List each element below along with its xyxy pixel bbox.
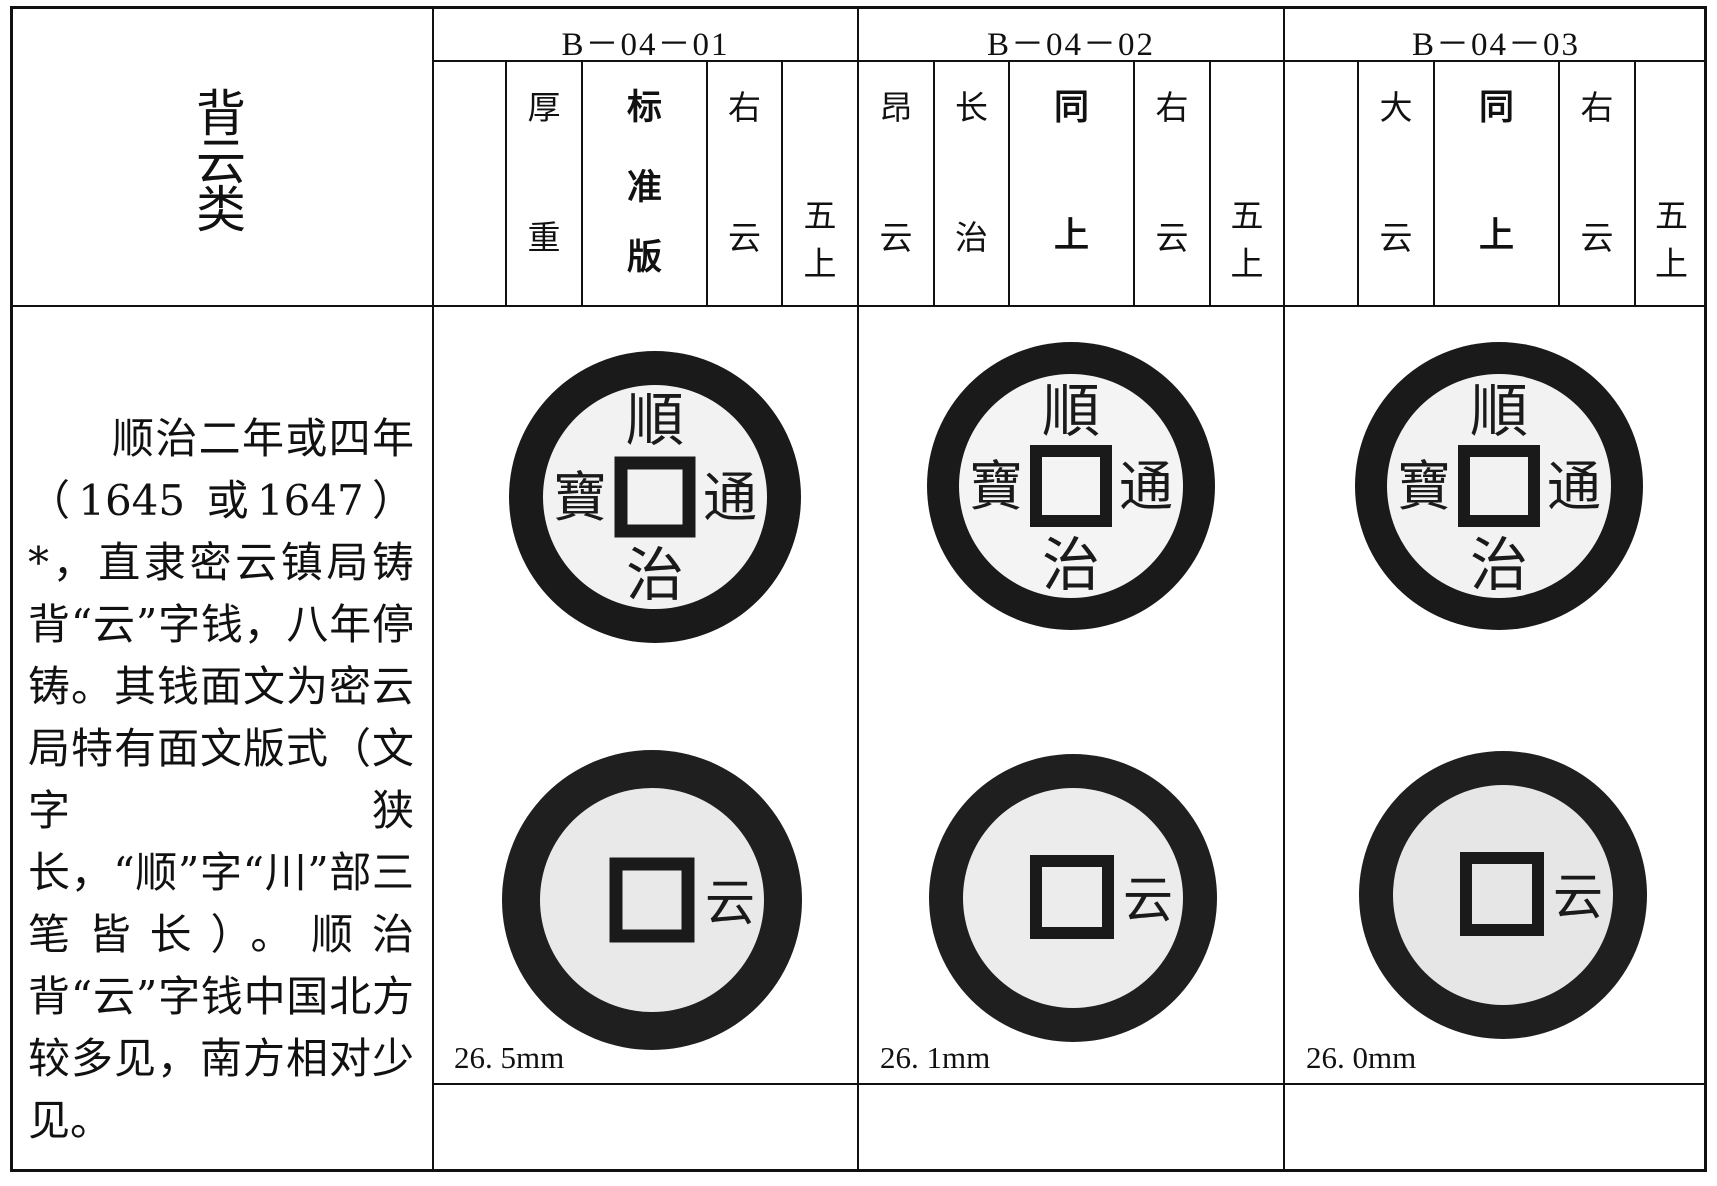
attr-char: 云 <box>1580 218 1614 257</box>
coin-reverse-image: 云 <box>502 750 802 1050</box>
attr-char: 上 <box>1230 244 1264 283</box>
description-text: 顺治二年或四年（1645 或1647）*，直隶密云镇局铸背“云”字钱，八年停铸。… <box>28 408 414 1152</box>
attr-char: 云 <box>879 218 913 257</box>
coin-reverse-mark: 云 <box>705 874 755 932</box>
attr-char: 上 <box>1655 244 1688 283</box>
attr-raised-yun: 昂 云 <box>859 62 933 300</box>
coin-obverse-image: 順 治 通 寶 <box>509 351 801 643</box>
coin-reverse-image: 云 <box>1359 751 1647 1039</box>
attr-char: 长 <box>955 88 988 127</box>
attr-char: 版 <box>626 237 662 278</box>
attr-char: 重 <box>527 218 561 257</box>
attr-right-yun: 右 云 <box>1135 62 1209 300</box>
category-char: 类 <box>196 181 246 239</box>
coin-legend-top: 順 <box>626 386 684 454</box>
attr-standard-version: 标 准 版 <box>583 62 706 300</box>
catalog-code-1: B－04－01 <box>561 27 730 63</box>
attr-char: 右 <box>728 88 761 127</box>
subcol-line <box>1634 60 1636 306</box>
subcol-line <box>1433 60 1435 306</box>
footer-row-line <box>432 1083 1707 1085</box>
attr-char: 上 <box>1478 215 1514 256</box>
attr-char: 准 <box>626 167 662 208</box>
coin-reverse-image: 云 <box>929 754 1217 1042</box>
coin-diameter-1: 26. 5mm <box>454 1040 565 1075</box>
attr-char: 同 <box>1053 87 1089 128</box>
coin-legend-right: 通 <box>1547 455 1601 518</box>
coin-legend-left: 寶 <box>553 466 607 529</box>
subcol-line <box>1133 60 1135 306</box>
attr-char: 治 <box>955 218 988 257</box>
coin-reverse-mark: 云 <box>1123 871 1173 929</box>
attr-char: 右 <box>1155 88 1189 127</box>
category-title: 背 云 类 <box>196 85 246 239</box>
header-bottom-line <box>10 305 1707 307</box>
divider-coin-2 <box>1283 8 1285 1172</box>
subcol-line <box>933 60 935 306</box>
coin-reverse-mark: 云 <box>1553 868 1603 926</box>
attr-same-above: 同 上 <box>1010 62 1133 300</box>
subcol-line <box>781 60 783 306</box>
attr-char: 昂 <box>879 88 913 127</box>
attr-char: 云 <box>728 218 761 257</box>
subcol-line <box>581 60 583 306</box>
attr-char: 五 <box>803 196 837 235</box>
coin-obverse-image: 順 治 通 寶 <box>1355 342 1643 630</box>
subcol-line <box>706 60 708 306</box>
catalog-code-2: B－04－02 <box>986 27 1155 63</box>
attr-thickness: 厚 重 <box>507 62 581 300</box>
attr-char: 标 <box>626 87 662 128</box>
attr-right-yun: 右 云 <box>708 62 781 300</box>
attr-grade: 五 上 <box>1636 62 1707 300</box>
subcol-line <box>505 60 507 306</box>
attr-char: 厚 <box>527 88 561 127</box>
attr-char: 云 <box>1379 218 1413 257</box>
catalog-code-3: B－04－03 <box>1411 27 1580 63</box>
coin-diameter-3: 26. 0mm <box>1306 1040 1417 1075</box>
subcol-line <box>1558 60 1560 306</box>
coin-legend-bottom: 治 <box>1470 531 1528 599</box>
coin-legend-left: 寶 <box>1397 455 1451 518</box>
attr-long-zhi: 长 治 <box>935 62 1008 300</box>
subcol-line <box>1209 60 1211 306</box>
category-char: 云 <box>196 133 246 191</box>
attr-right-yun: 右 云 <box>1560 62 1634 300</box>
coin-legend-bottom: 治 <box>1042 531 1100 599</box>
divider-left-column <box>432 8 434 1172</box>
attr-large-yun: 大 云 <box>1359 62 1433 300</box>
coin-legend-top: 順 <box>1042 377 1100 445</box>
coin-obverse-image: 順 治 通 寶 <box>927 342 1215 630</box>
coin-legend-top: 順 <box>1470 377 1528 445</box>
attr-char: 大 <box>1379 88 1413 127</box>
subcol-line <box>1357 60 1359 306</box>
coin-legend-right: 通 <box>1119 455 1173 518</box>
coin-legend-bottom: 治 <box>626 541 684 609</box>
attr-char: 同 <box>1478 87 1514 128</box>
divider-coin-1 <box>857 8 859 1172</box>
coin-legend-left: 寶 <box>969 455 1023 518</box>
attr-grade: 五 上 <box>1211 62 1283 300</box>
attr-char: 右 <box>1580 88 1614 127</box>
attr-char: 上 <box>1053 215 1089 256</box>
attr-char: 五 <box>1230 196 1264 235</box>
description-paragraph: 顺治二年或四年（1645 或1647）*，直隶密云镇局铸背“云”字钱，八年停铸。… <box>28 414 414 1145</box>
subcol-line <box>1008 60 1010 306</box>
coin-diameter-2: 26. 1mm <box>880 1040 991 1075</box>
category-char: 背 <box>196 85 246 143</box>
attr-char: 云 <box>1155 218 1189 257</box>
attr-char: 五 <box>1655 196 1688 235</box>
code-row-line <box>432 60 1707 62</box>
attr-same-above: 同 上 <box>1435 62 1558 300</box>
attr-grade: 五 上 <box>783 62 857 300</box>
coin-legend-right: 通 <box>703 466 757 529</box>
attr-char: 上 <box>803 244 837 283</box>
